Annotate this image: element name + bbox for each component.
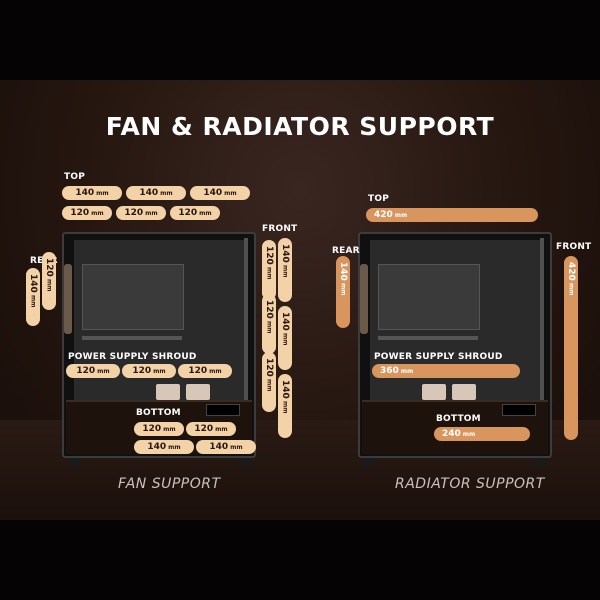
case-foot [364,458,376,466]
case-foot [534,458,546,466]
motherboard-tray [378,264,480,330]
motherboard-tray [82,264,184,330]
bottom-black-band [0,520,600,600]
radiator-psu-label: POWER SUPPLY SHROUD [374,352,503,362]
bottom-fan-icon [186,384,210,400]
expansion-slot [378,336,478,340]
radiator-support-case-illustration [358,232,552,466]
fan-top-label: TOP [64,172,85,182]
front-panel [540,238,544,402]
radiator-front-label: FRONT [556,242,592,252]
radiator-top-label: TOP [368,194,389,204]
fan-bottom-label: BOTTOM [136,408,181,418]
fan-support-caption: FAN SUPPORT [118,476,221,492]
top-black-band [0,0,600,80]
bottom-fan-icon [452,384,476,400]
fan-psu-label: POWER SUPPLY SHROUD [68,352,197,362]
case-foot [238,458,250,466]
bottom-fan-icon [156,384,180,400]
expansion-slot [82,336,182,340]
page-title: FAN & RADIATOR SUPPORT [105,112,495,141]
radiator-rear-label: REAR [332,246,360,256]
temperature-display [502,404,536,416]
temperature-display [206,404,240,416]
radiator-support-caption: RADIATOR SUPPORT [395,476,545,492]
fan-front-label: FRONT [262,224,298,234]
rear-fan-icon [360,264,368,334]
radiator-bottom-label: BOTTOM [436,414,481,424]
case-foot [68,458,80,466]
front-panel [244,238,248,402]
rear-fan-icon [64,264,72,334]
bottom-fan-icon [422,384,446,400]
